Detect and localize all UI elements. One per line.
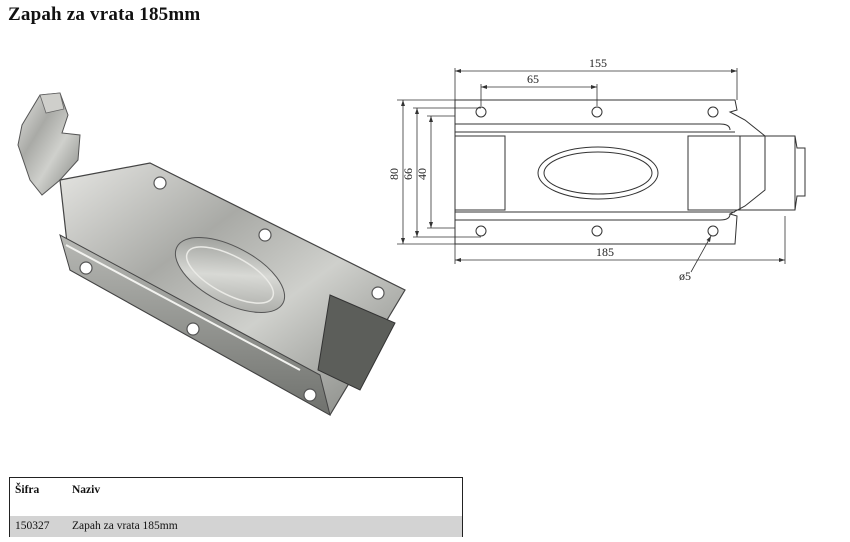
dim-left-outer: 80 [387, 168, 401, 180]
table-row: 150327 Zapah za vrata 185mm [10, 516, 462, 537]
dim-top-outer: 155 [589, 56, 607, 70]
dim-left-mid: 66 [401, 168, 415, 180]
dim-bottom: 185 [596, 245, 614, 259]
product-photo [17, 92, 406, 416]
hole-diameter-label: ø5 [679, 269, 691, 283]
cell-code: 150327 [15, 520, 50, 532]
technical-drawing: 155 65 80 66 40 185 ø5 [387, 56, 806, 283]
header-naziv: Naziv [72, 484, 101, 496]
page-title: Zapah za vrata 185mm [8, 4, 201, 25]
cell-name: Zapah za vrata 185mm [72, 520, 178, 532]
dim-left-inner: 40 [415, 168, 429, 180]
table-header: Šifra Naziv [10, 478, 462, 516]
dim-top-inner: 65 [527, 72, 539, 86]
product-table: Šifra Naziv 150327 Zapah za vrata 185mm [9, 477, 463, 537]
header-sifra: Šifra [15, 484, 40, 496]
